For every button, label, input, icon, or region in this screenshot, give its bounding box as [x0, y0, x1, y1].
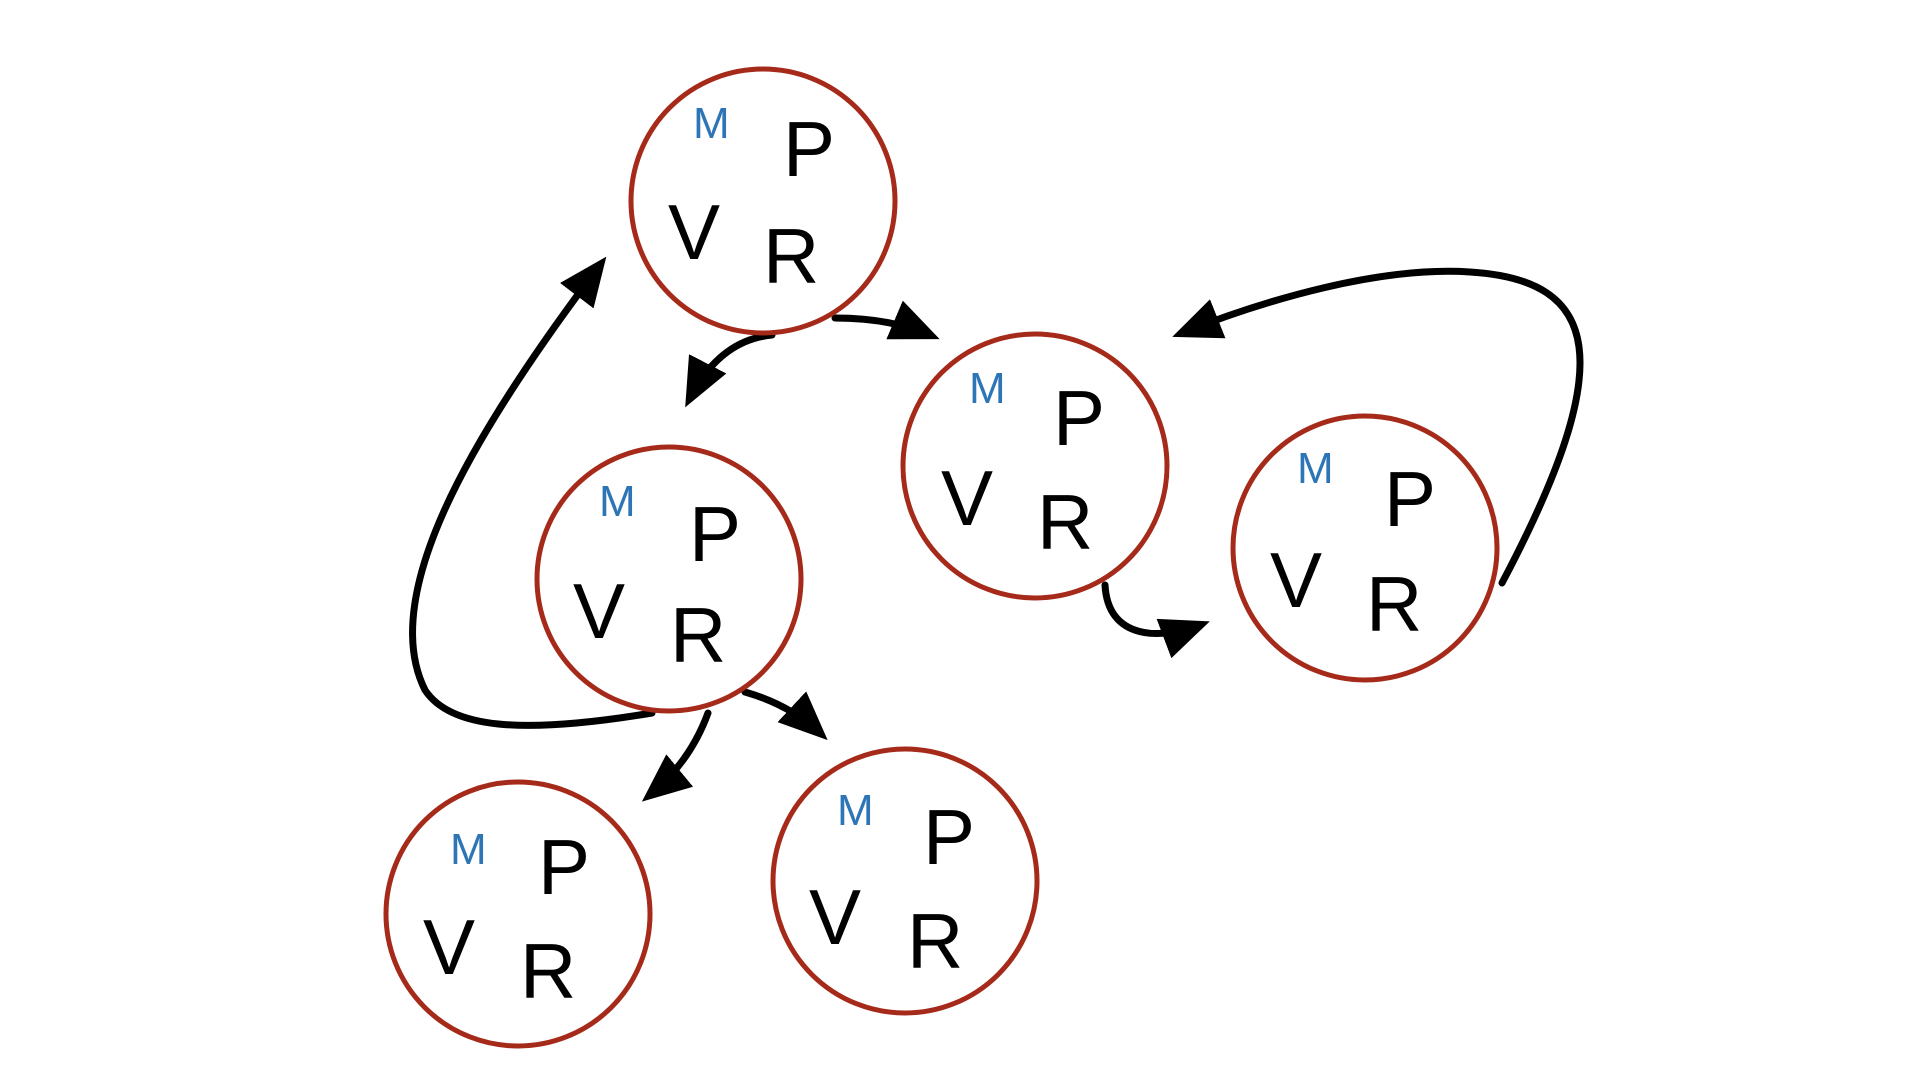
- node-label-v: V: [573, 567, 625, 655]
- node-label-m: M: [1297, 444, 1334, 493]
- node-circle: [900, 331, 1170, 601]
- edge-n3-to-n1: [409, 256, 656, 729]
- node-circle: [1230, 413, 1500, 683]
- edge-n1-to-n3: [685, 331, 776, 408]
- node-label-v: V: [423, 903, 475, 991]
- edge-n6-to-n2: [1172, 267, 1584, 587]
- node-label-r: R: [520, 927, 576, 1015]
- node-n2: M P V R: [900, 331, 1170, 601]
- node-label-r: R: [763, 212, 819, 300]
- node-n5: M P V R: [770, 746, 1040, 1016]
- edge-n1-to-n2: [831, 300, 940, 340]
- node-label-p: P: [923, 793, 975, 881]
- node-label-p: P: [1384, 455, 1436, 543]
- node-label-r: R: [1366, 560, 1422, 648]
- node-label-p: P: [689, 490, 741, 578]
- edge-n2-to-n6: [1101, 581, 1210, 659]
- node-label-m: M: [837, 786, 874, 835]
- node-label-v: V: [668, 188, 720, 276]
- node-label-r: R: [670, 591, 726, 679]
- node-label-p: P: [783, 105, 835, 193]
- node-label-v: V: [941, 454, 993, 542]
- node-circle: [770, 746, 1040, 1016]
- node-label-m: M: [599, 477, 636, 526]
- node-n4: M P V R: [383, 779, 653, 1049]
- node-label-m: M: [969, 364, 1006, 413]
- edge-n3-to-n4: [641, 709, 712, 802]
- node-label-r: R: [907, 897, 963, 985]
- node-label-m: M: [693, 99, 730, 148]
- node-circle: [628, 66, 898, 336]
- node-circle: [383, 779, 653, 1049]
- node-n6: M P V R: [1230, 413, 1500, 683]
- edge-n3-to-n5: [741, 688, 828, 741]
- node-label-r: R: [1037, 478, 1093, 566]
- node-label-v: V: [809, 873, 861, 961]
- node-n1: M P V R: [628, 66, 898, 336]
- node-label-m: M: [450, 825, 487, 874]
- node-n3: M P V R: [534, 444, 804, 714]
- edges: [409, 256, 1584, 802]
- node-label-v: V: [1270, 536, 1322, 624]
- node-label-p: P: [538, 823, 590, 911]
- node-circle: [534, 444, 804, 714]
- node-label-p: P: [1053, 374, 1105, 462]
